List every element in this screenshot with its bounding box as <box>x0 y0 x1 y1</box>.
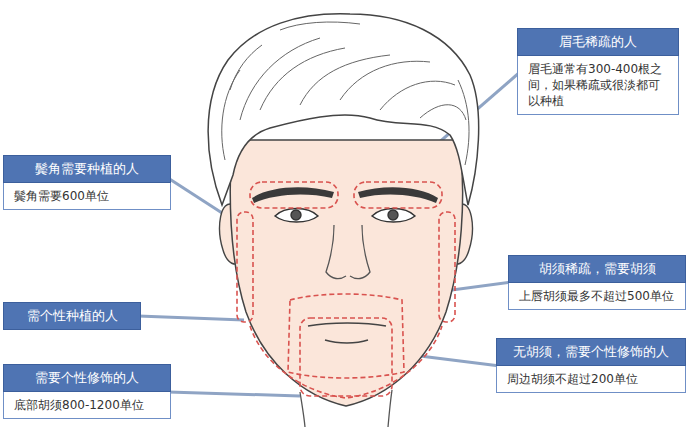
callout-heading: 胡须稀疏，需要胡须 <box>508 255 686 283</box>
chin-region <box>300 318 392 396</box>
mustache-region <box>288 294 404 378</box>
callout-box: 鬓角需要种植的人鬓角需要600单位 <box>3 155 171 210</box>
callout-heading: 无胡须，需要个性修饰的人 <box>496 338 686 366</box>
callout-heading: 需个性种植的人 <box>3 302 141 330</box>
callout-heading: 需要个性修饰的人 <box>3 364 171 392</box>
leader-line <box>420 356 500 366</box>
leader-line <box>168 392 300 396</box>
nose <box>326 225 370 279</box>
planting-regions <box>237 182 455 398</box>
callout-body: 眉毛通常有300-400根之间，如果稀疏或很淡都可以种植 <box>517 56 679 115</box>
callout-box: 眉毛稀疏的人眉毛通常有300-400根之间，如果稀疏或很淡都可以种植 <box>517 28 679 115</box>
callout-heading: 鬓角需要种植的人 <box>3 155 171 183</box>
eyes <box>275 209 415 223</box>
hair <box>208 14 479 205</box>
eyebrow-region <box>250 182 338 208</box>
leader-line <box>138 316 244 320</box>
callout-box: 无胡须，需要个性修饰的人周边胡须不超过200单位 <box>496 338 686 393</box>
callout-box: 需个性种植的人 <box>3 302 141 330</box>
jaw-region <box>250 326 442 398</box>
callout-body: 底部胡须800-1200单位 <box>3 392 171 419</box>
eyebrows <box>252 187 438 203</box>
callout-box: 胡须稀疏，需要胡须上唇胡须最多不超过500单位 <box>508 255 686 310</box>
callout-box: 需要个性修饰的人底部胡须800-1200单位 <box>3 364 171 419</box>
sideburn-region <box>237 212 253 322</box>
callout-body: 周边胡须不超过200单位 <box>496 366 686 393</box>
callout-body: 上唇胡须最多不超过500单位 <box>508 283 686 310</box>
callout-heading: 眉毛稀疏的人 <box>517 28 679 56</box>
face-outline <box>230 140 462 406</box>
callout-body: 鬓角需要600单位 <box>3 183 171 210</box>
eyebrow-region <box>354 182 442 208</box>
sideburn-region <box>439 212 455 322</box>
mouth <box>308 323 386 343</box>
